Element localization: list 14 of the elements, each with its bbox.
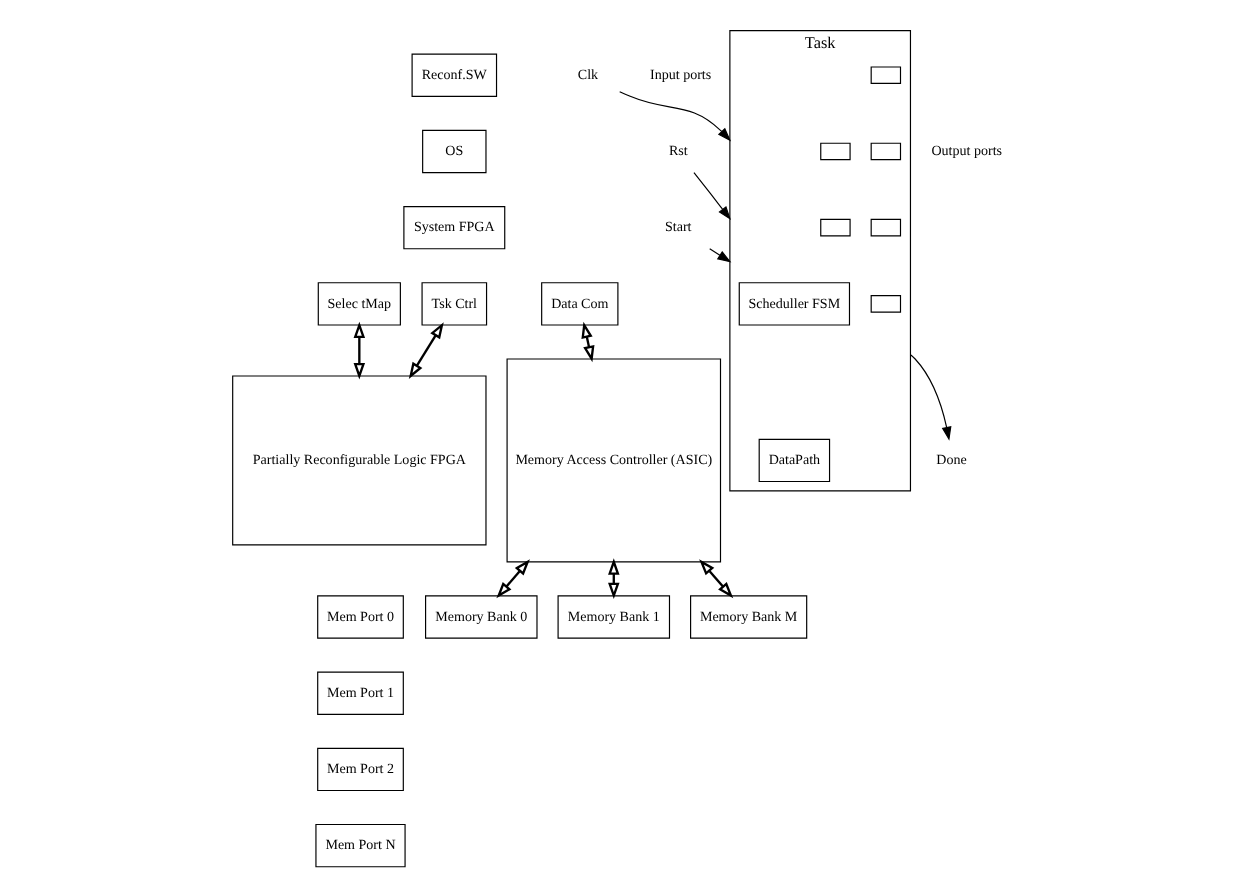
arrow — [618, 91, 731, 142]
arrow — [692, 171, 730, 221]
arrow — [708, 248, 731, 263]
arrow — [908, 354, 951, 441]
arrow — [407, 322, 443, 379]
node-box — [819, 142, 850, 161]
node-box — [869, 218, 901, 237]
node-box — [869, 142, 901, 161]
arrow — [352, 321, 365, 380]
node-box — [869, 295, 901, 313]
node-box — [869, 66, 901, 84]
node-box — [819, 218, 850, 237]
arrow — [495, 559, 529, 599]
arrow — [698, 559, 733, 599]
